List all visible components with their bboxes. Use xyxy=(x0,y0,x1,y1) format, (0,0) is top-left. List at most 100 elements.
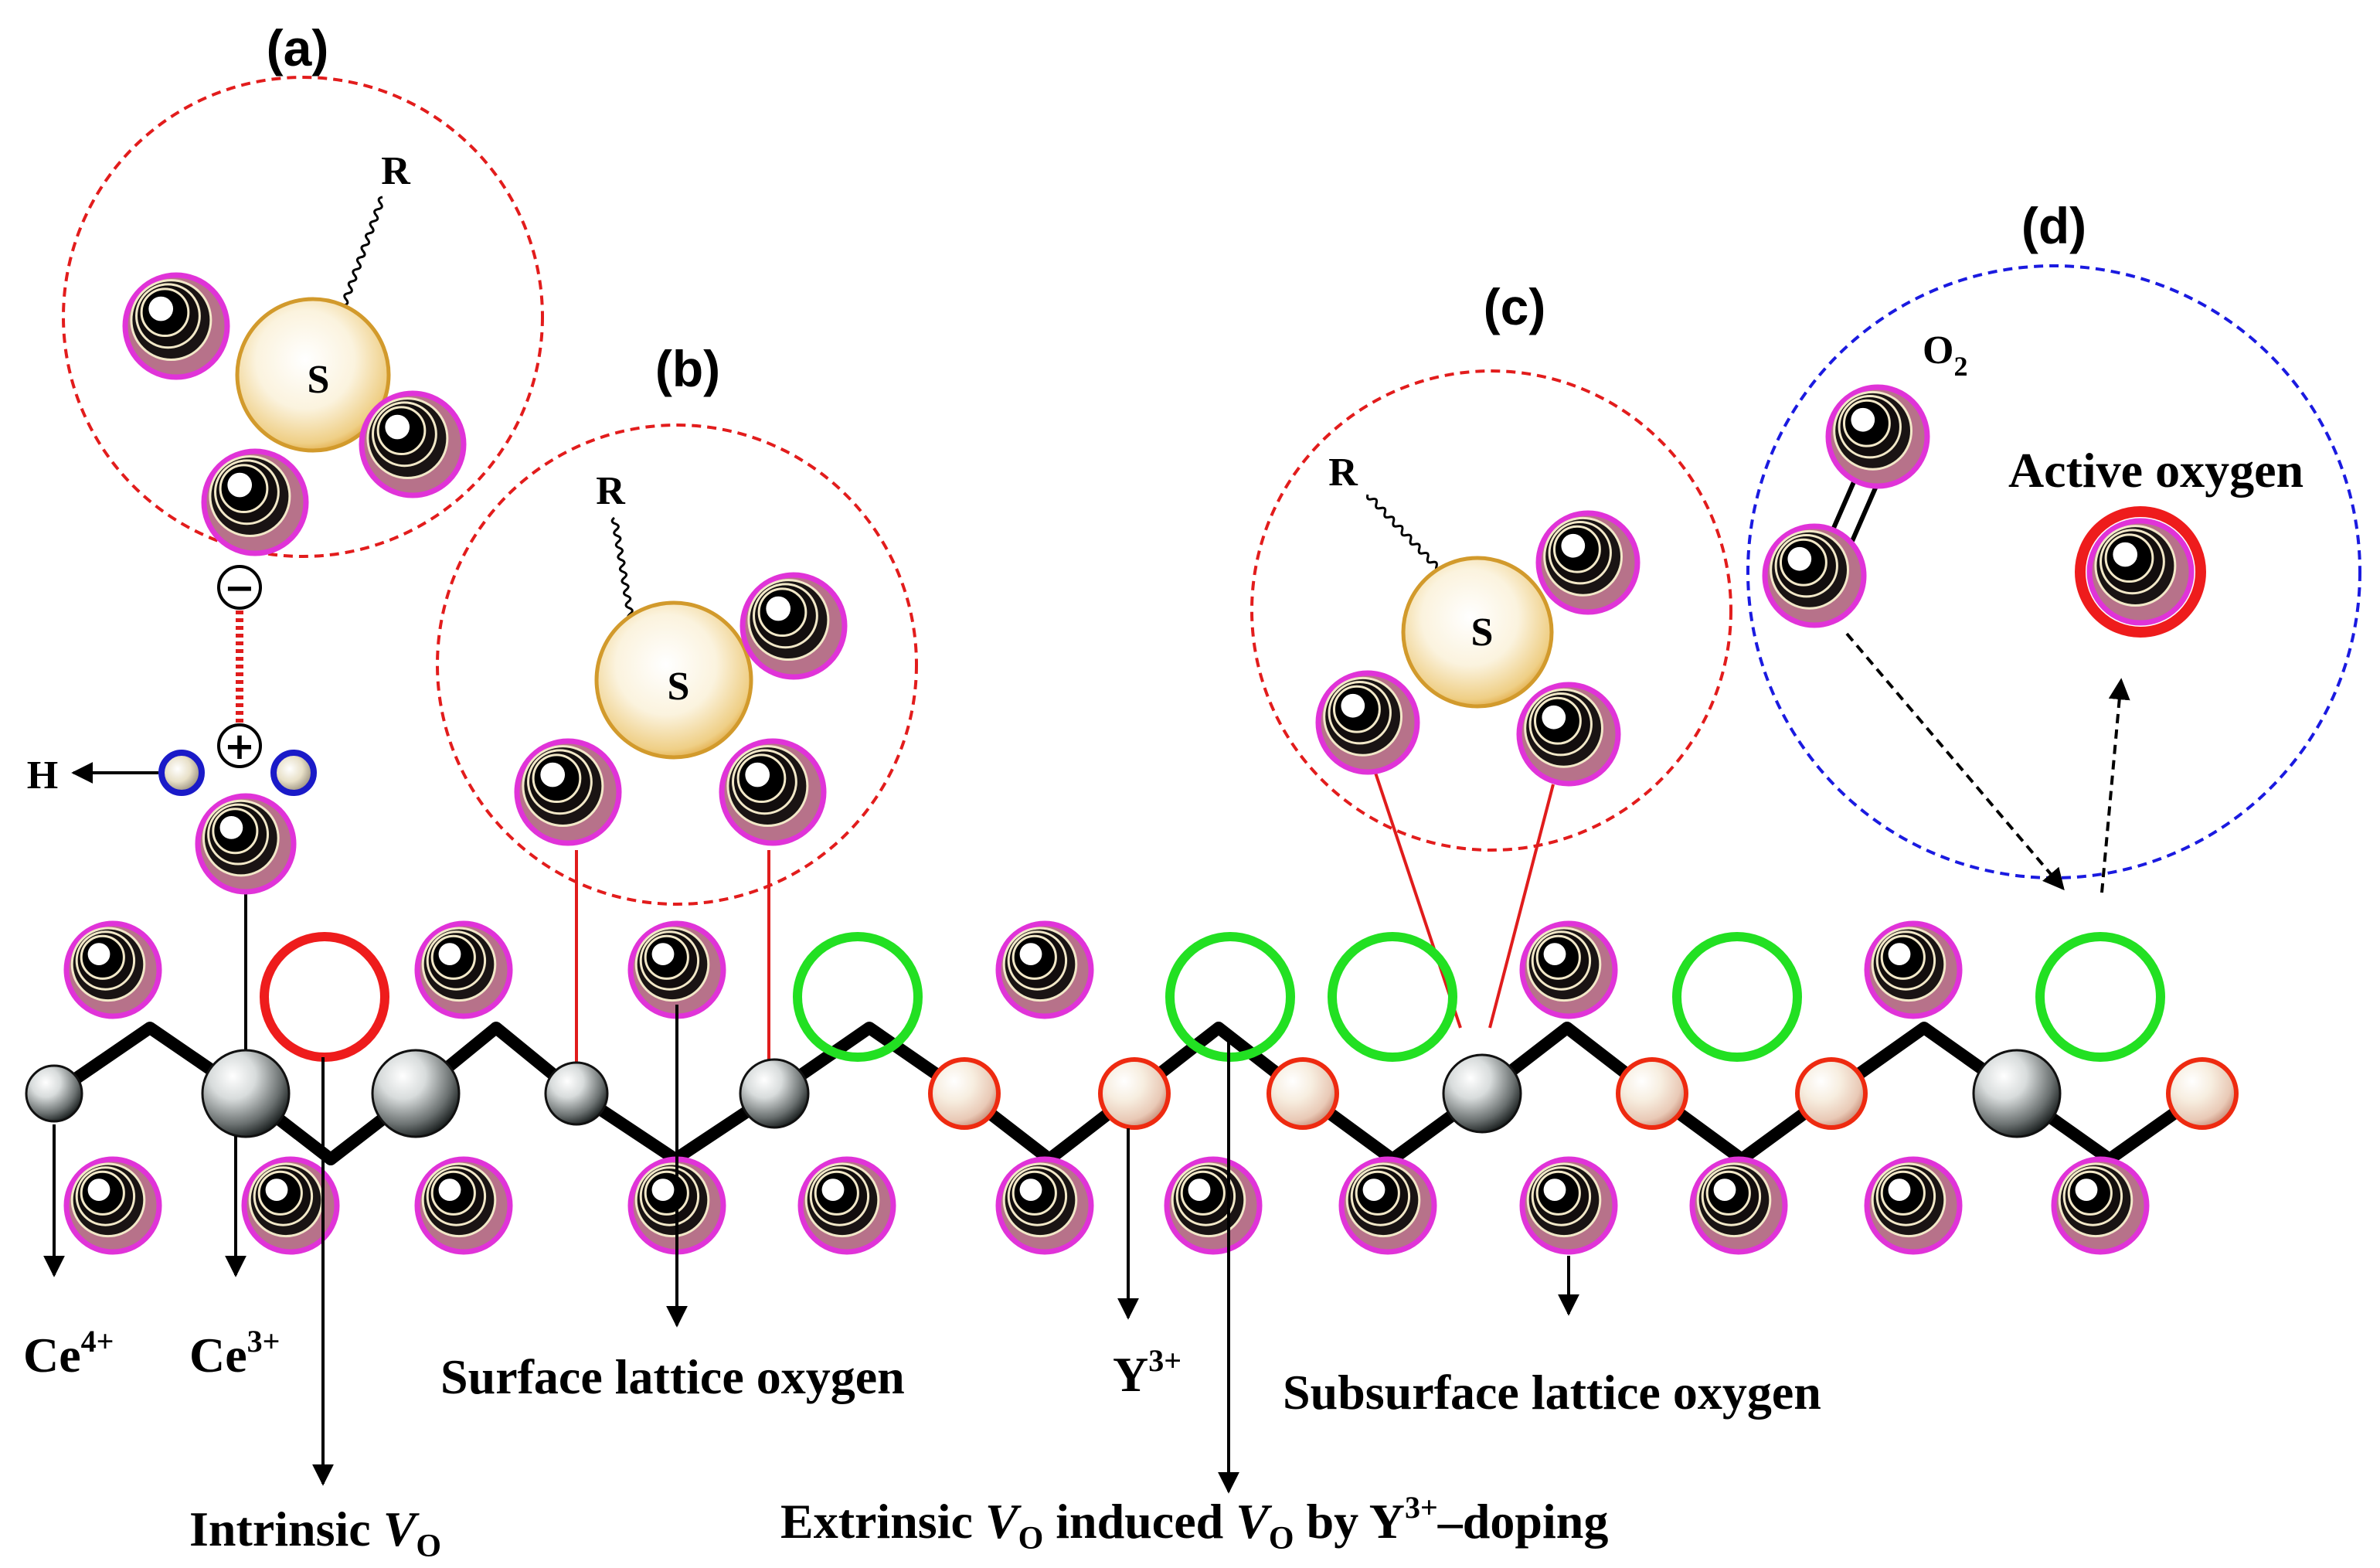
intrinsic-vacancy xyxy=(260,932,389,1062)
oxygen-highlight xyxy=(1713,1179,1736,1201)
extrinsic-post-sup: 3+ xyxy=(1405,1490,1438,1525)
cerium-atom xyxy=(544,1061,609,1126)
active-oxygen-ring xyxy=(2075,506,2206,638)
oxygen-highlight xyxy=(651,943,675,965)
extrinsic-sub2: O xyxy=(1269,1521,1294,1556)
surface-oxygen-atom xyxy=(414,920,513,1019)
y3-dopant-atom xyxy=(1098,1057,1171,1130)
o2-label: O2 xyxy=(1923,328,1967,382)
cerium-atom xyxy=(1972,1049,2062,1138)
oxygen-highlight xyxy=(2113,542,2138,567)
sulfur-label-c: S xyxy=(1471,611,1494,655)
extrinsic-mid: induced xyxy=(1043,1494,1236,1549)
ce3-sup: 3+ xyxy=(247,1324,280,1359)
cerium-atom xyxy=(739,1058,810,1129)
subsurface-oxygen-atom xyxy=(63,1156,162,1255)
plus-charge-circle xyxy=(217,723,262,768)
extrinsic-vacancy xyxy=(1328,932,1457,1062)
ce3-label: Ce3+ xyxy=(189,1324,280,1383)
surface-oxygen-atom xyxy=(995,920,1094,1019)
oxygen-highlight xyxy=(1888,1179,1911,1201)
subsurface-oxygen-atom xyxy=(1689,1156,1788,1255)
panel-label-b: (b) xyxy=(655,340,720,397)
y3-dopant-atom xyxy=(928,1057,1001,1130)
hydrogen-atom-right xyxy=(270,750,317,796)
minus-charge-circle xyxy=(217,565,262,610)
subsurface-oxygen-atom xyxy=(1519,1156,1618,1255)
sulfate-oxygen-b3 xyxy=(719,738,827,846)
o2-sub: 2 xyxy=(1953,351,1967,382)
oxygen-highlight xyxy=(1561,533,1586,558)
panel-label-a: (a) xyxy=(267,19,329,77)
o2-oxygen-1 xyxy=(1825,384,1930,489)
minus-charge-sign: − xyxy=(224,566,255,610)
y3-label: Y3+ xyxy=(1113,1343,1182,1402)
extrinsic-sub: O xyxy=(1018,1521,1044,1556)
ce4-base: Ce xyxy=(23,1328,81,1383)
adsorption-line-c-right xyxy=(1488,784,1555,1029)
oxygen-highlight xyxy=(1362,1179,1386,1201)
oxygen-highlight xyxy=(1851,407,1875,432)
r-group-label-c: R xyxy=(1328,451,1358,495)
oxygen-highlight xyxy=(1188,1179,1211,1201)
oxygen-highlight xyxy=(227,472,253,498)
subsurface-oxygen-atom xyxy=(797,1156,896,1255)
ce4-label: Ce4+ xyxy=(23,1324,114,1383)
panel-label-c: (c) xyxy=(1484,278,1546,335)
surface-oxygen-atom xyxy=(1864,920,1963,1019)
surface-oxygen-atom xyxy=(627,920,726,1019)
extrinsic-vo-label: Extrinsic VO induced VO by Y3+–doping xyxy=(780,1490,1608,1556)
extrinsic-post-end: –doping xyxy=(1437,1494,1609,1549)
y3-dopant-atom xyxy=(1795,1057,1868,1130)
r-chain-b xyxy=(610,516,636,628)
oxygen-highlight xyxy=(1543,943,1566,965)
hydrogen-label: H xyxy=(27,753,58,798)
oxygen-highlight xyxy=(1543,1179,1566,1201)
surface-oxygen-atom xyxy=(63,920,162,1019)
y3-dopant-atom xyxy=(1616,1057,1688,1130)
o2-to-vacancy-arrow xyxy=(1845,632,2065,891)
oxygen-highlight xyxy=(87,1179,110,1201)
oxygen-highlight xyxy=(651,1179,675,1201)
active-oxygen-label: Active oxygen xyxy=(2008,443,2304,498)
sulfate-oxygen-a3 xyxy=(201,448,309,556)
oxygen-highlight xyxy=(148,296,174,321)
surface-lattice-oxygen-label: Surface lattice oxygen xyxy=(440,1349,905,1404)
adsorption-circle-a xyxy=(62,76,544,558)
y3-dopant-atom xyxy=(1266,1057,1339,1130)
intrinsic-vo-label: Intrinsic VO xyxy=(189,1502,441,1564)
water-oxygen xyxy=(195,793,297,895)
oxygen-highlight xyxy=(438,943,461,965)
oxygen-highlight xyxy=(540,762,566,787)
sulfur-atom-c xyxy=(1401,556,1554,709)
o2-base: O xyxy=(1923,328,1953,372)
hydrogen-atom-left xyxy=(158,750,205,796)
oxygen-highlight xyxy=(1341,693,1365,718)
cerium-atom xyxy=(201,1049,291,1138)
plus-charge-sign: + xyxy=(224,725,255,768)
oxygen-highlight xyxy=(87,943,110,965)
ce3-base: Ce xyxy=(189,1328,247,1383)
oxygen-highlight xyxy=(385,414,410,440)
sulfate-oxygen-b2 xyxy=(514,738,622,846)
y3-dopant-atom xyxy=(2166,1057,2239,1130)
oxygen-highlight xyxy=(219,816,243,839)
subsurface-oxygen-atom xyxy=(2051,1156,2150,1255)
o2-double-bond-2 xyxy=(1850,478,1882,543)
surface-oxygen-atom xyxy=(1519,920,1618,1019)
oxygen-highlight xyxy=(438,1179,461,1201)
oxygen-highlight xyxy=(2075,1179,2098,1201)
oxygen-highlight xyxy=(1019,1179,1042,1201)
subsurface-oxygen-atom xyxy=(1338,1156,1437,1255)
subsurface-oxygen-atom xyxy=(995,1156,1094,1255)
sulfur-atom-a xyxy=(235,297,391,453)
subsurface-lattice-oxygen-label: Subsurface lattice oxygen xyxy=(1283,1365,1821,1420)
y3-sup: 3+ xyxy=(1148,1343,1182,1378)
cerium-atom xyxy=(25,1064,83,1123)
extrinsic-post-pre: by Y xyxy=(1294,1494,1405,1549)
sulfate-oxygen-c3 xyxy=(1516,682,1621,787)
vacancy-to-active-oxygen-arrow xyxy=(2100,678,2130,893)
subsurface-oxygen-atom xyxy=(1164,1156,1263,1255)
subsurface-oxygen-atom xyxy=(1864,1156,1963,1255)
